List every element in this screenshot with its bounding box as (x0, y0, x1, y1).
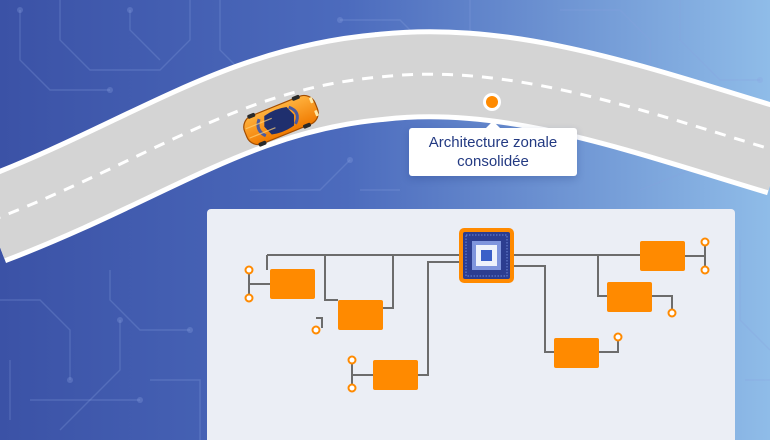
road-center-line (0, 72, 770, 219)
connector-terminal-icon (244, 237, 710, 393)
central-processor-icon (459, 228, 514, 283)
location-callout: Architecture zonale consolidée (409, 121, 577, 176)
road (0, 29, 770, 264)
zone-module (373, 360, 418, 390)
callout-line-2: consolidée (457, 153, 529, 170)
architecture-panel (207, 209, 735, 440)
zone-module (640, 241, 685, 271)
callout-line-1: Architecture zonale (428, 134, 558, 151)
wiring (248, 243, 706, 386)
zone-module (554, 338, 599, 368)
zone-module (607, 282, 652, 312)
location-marker-icon (483, 93, 501, 111)
zone-module (338, 300, 383, 330)
zone-module (270, 269, 315, 299)
zone-controller-icon (270, 241, 685, 390)
car-icon (243, 94, 319, 147)
